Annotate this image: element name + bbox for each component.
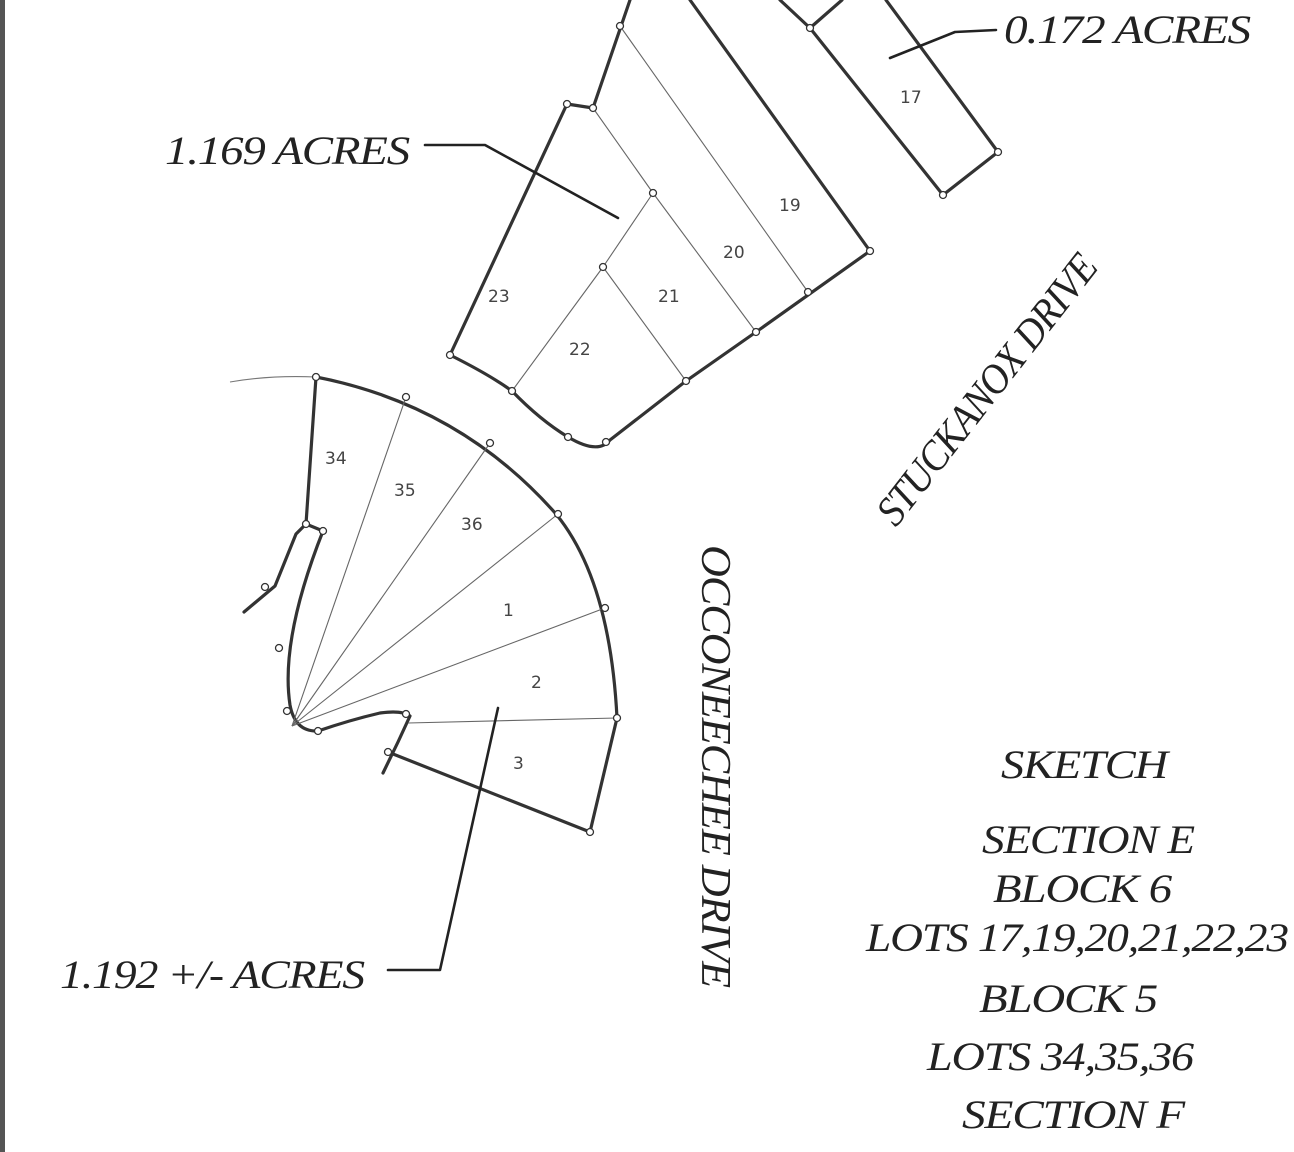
lot-number-22: 22	[569, 340, 591, 360]
parcel-lot-17	[778, 0, 1003, 200]
street-label-stuckanox: STUCKANOX DRIVE	[868, 246, 1108, 535]
leader-0172	[888, 28, 998, 60]
lot-number-23: 23	[488, 287, 510, 307]
lot-number-20: 20	[723, 243, 745, 263]
leader-1192	[386, 706, 500, 972]
acreage-label-upper: 1.169 ACRES	[165, 128, 410, 173]
legend-title: SKETCH	[1001, 742, 1171, 787]
acreage-label-lot17: 0.172 ACRES	[1004, 7, 1251, 52]
lot-number-2: 2	[531, 673, 542, 693]
legend-section-f: SECTION F	[962, 1092, 1186, 1137]
parcel-upper	[445, 0, 875, 449]
lot-number-34: 34	[325, 449, 347, 469]
lot-number-21: 21	[658, 287, 680, 307]
legend-lots-block-6: LOTS 17,19,20,21,22,23	[865, 915, 1288, 960]
legend-lots-block-5: LOTS 34,35,36	[926, 1034, 1194, 1079]
legend-block-6: BLOCK 6	[993, 866, 1172, 911]
lot-number-19: 19	[779, 196, 801, 216]
lot-number-36: 36	[461, 515, 483, 535]
legend-section-e: SECTION E	[982, 817, 1195, 862]
leader-1169	[423, 143, 620, 220]
legend-block-5: BLOCK 5	[979, 976, 1157, 1021]
acreage-label-lower: 1.192 +/- ACRES	[60, 952, 365, 997]
lot-number-1: 1	[503, 601, 514, 621]
legend-block-partial: BLOCK 5	[986, 1144, 1166, 1152]
left-border	[0, 0, 5, 1152]
parcel-lower	[229, 372, 622, 837]
street-label-occoneechee: OCCONEECHEE DRIVE	[692, 545, 738, 987]
lot-number-35: 35	[394, 481, 416, 501]
lot-number-3: 3	[513, 754, 524, 774]
lot-number-17: 17	[900, 88, 922, 108]
